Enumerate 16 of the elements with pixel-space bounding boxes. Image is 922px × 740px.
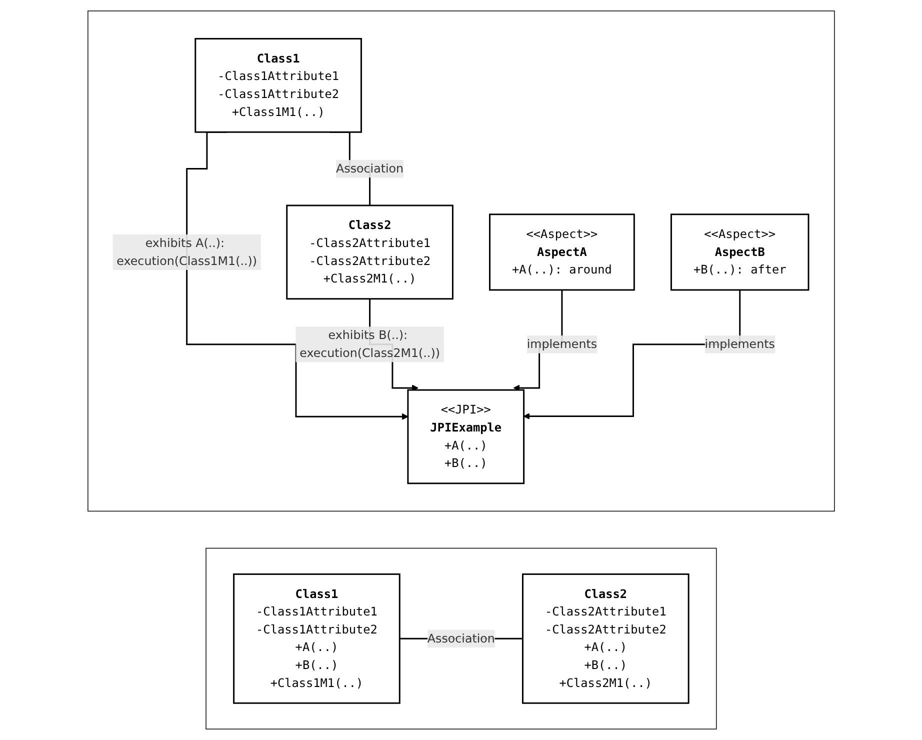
node-box: <<Aspect>> AspectB +B(..): after: [670, 214, 810, 291]
edge-label: Association: [427, 631, 495, 646]
node-box: Class2 -Class2Attribute1 -Class2Attribute2 +Class2M1(..): [286, 204, 454, 300]
node-box: <<JPI>> JPIExample +A(..) +B(..): [407, 389, 524, 484]
node-box: Class1 -Class1Attribute1 -Class1Attribute2 +Class1M1(..): [194, 38, 362, 133]
edge-label: exhibits A(..): execution(Class1M1(..)): [116, 236, 257, 268]
cluster: [87, 10, 835, 512]
cluster: [205, 548, 717, 730]
node-box: <<Aspect>> AspectA +A(..): around: [488, 214, 635, 291]
arrow: [523, 289, 740, 420]
edge-label: implements: [526, 337, 597, 352]
edge-label: Association: [336, 161, 404, 176]
node-box: Class2 -Class2Attribute1 -Class2Attribute2 +A(..) +B(..) +Class2M1(..): [522, 573, 690, 704]
edge-label: exhibits B(..): execution(Class2M1(..)): [299, 328, 440, 360]
node-box: Class1 -Class1Attribute1 -Class1Attribute2 +A(..) +B(..) +Class1M1(..): [232, 573, 400, 704]
edge-label: implements: [704, 337, 775, 352]
